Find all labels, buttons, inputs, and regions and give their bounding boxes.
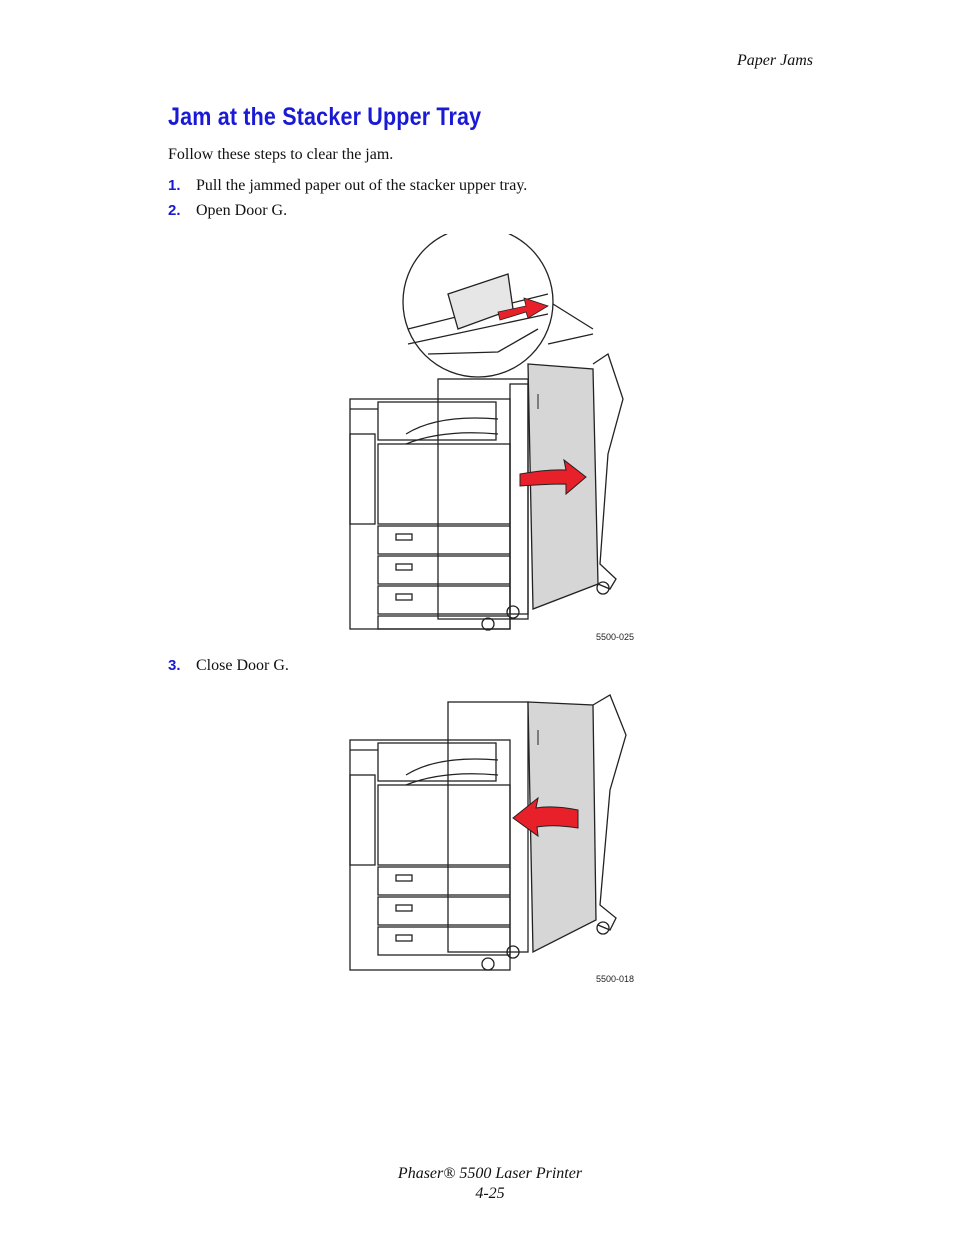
step-number: 1. (168, 177, 181, 194)
printer-illustration-close (349, 694, 627, 971)
step-text: Close Door G. (196, 657, 289, 674)
pull-arrow (497, 297, 549, 321)
figure-close-door-g: 5500-018 (348, 690, 638, 986)
figure-code: 5500-025 (596, 632, 635, 642)
figure-open-door-g: 5500-025 (348, 226, 638, 642)
step-number: 3. (168, 657, 181, 674)
figure-code: 5500-018 (596, 974, 635, 984)
footer-product: Phaser® 5500 Laser Printer (397, 1165, 583, 1182)
step-3: 3. Close Door G. (168, 657, 289, 675)
footer-page-number: 4-25 (475, 1185, 505, 1202)
step-1: 1. Pull the jammed paper out of the stack… (168, 177, 527, 195)
step-text: Pull the jammed paper out of the stacker… (196, 177, 528, 194)
step-text: Open Door G. (196, 202, 288, 219)
close-arrow (512, 796, 579, 838)
door-g (527, 701, 597, 954)
printer-illustration-open (349, 226, 624, 631)
section-title: Jam at the Stacker Upper Tray (168, 103, 482, 131)
open-arrow (519, 458, 587, 496)
step-2: 2. Open Door G. (168, 202, 287, 220)
page-footer: Phaser® 5500 Laser Printer 4-25 (0, 1164, 954, 1204)
running-header: Paper Jams (737, 52, 813, 69)
door-g (527, 363, 599, 610)
step-number: 2. (168, 202, 181, 219)
intro-text: Follow these steps to clear the jam. (168, 146, 394, 163)
